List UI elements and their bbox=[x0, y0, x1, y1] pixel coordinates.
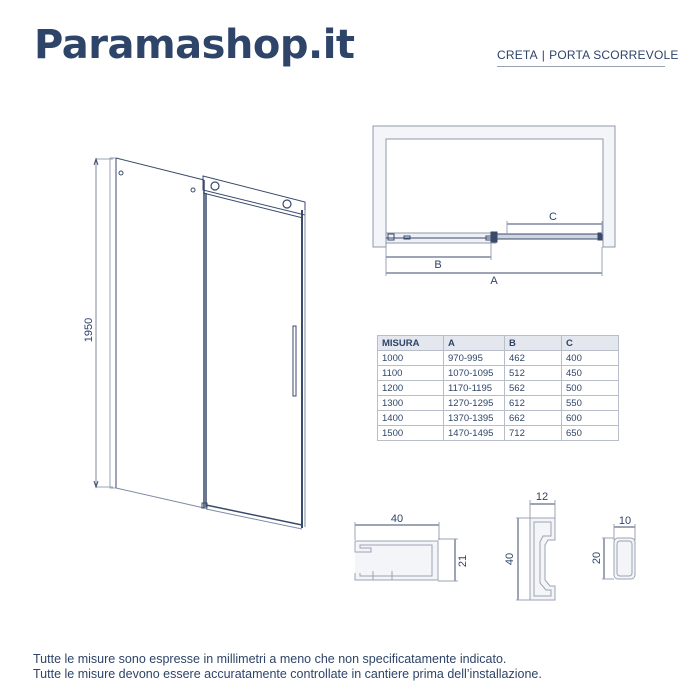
column-header: A bbox=[443, 335, 505, 351]
plan-view-drawing bbox=[372, 125, 616, 276]
table-cell: 512 bbox=[504, 365, 562, 381]
height-dimension-label: 1950 bbox=[83, 318, 95, 342]
brand-logo: Paramashop.it bbox=[34, 22, 355, 68]
subtitle-separator: | bbox=[541, 48, 546, 62]
table-header-row: MISURA A B C bbox=[377, 335, 619, 351]
guide-profile-height-label: 20 bbox=[591, 552, 603, 564]
table-row: 1000 970-995 462 400 bbox=[377, 350, 619, 366]
table-cell: 612 bbox=[504, 395, 562, 411]
table-row: 1200 1170-1195 562 500 bbox=[377, 380, 619, 396]
dimensions-table: MISURA A B C 1000 970-995 462 400 1100 1… bbox=[377, 335, 619, 441]
door-profile-height-label: 40 bbox=[504, 553, 516, 565]
table-cell: 650 bbox=[561, 425, 619, 441]
table-cell: 1000 bbox=[377, 350, 444, 366]
table-cell: 1370-1395 bbox=[443, 410, 505, 426]
table-row: 1500 1470-1495 712 650 bbox=[377, 425, 619, 441]
table-cell: 1300 bbox=[377, 395, 444, 411]
model-name: CRETA bbox=[497, 48, 538, 62]
table-cell: 1070-1095 bbox=[443, 365, 505, 381]
wall-profile-drawing bbox=[354, 522, 458, 582]
table-cell: 1500 bbox=[377, 425, 444, 441]
dimension-a-label: A bbox=[490, 275, 498, 287]
dimension-c-label: C bbox=[549, 211, 557, 223]
wall-profile-height-label: 21 bbox=[457, 555, 469, 567]
column-header: MISURA bbox=[377, 335, 444, 351]
table-cell: 462 bbox=[504, 350, 562, 366]
table-cell: 662 bbox=[504, 410, 562, 426]
guide-profile-width-label: 10 bbox=[619, 515, 631, 527]
column-header: B bbox=[504, 335, 562, 351]
table-cell: 1200 bbox=[377, 380, 444, 396]
table-cell: 1270-1295 bbox=[443, 395, 505, 411]
table-cell: 600 bbox=[561, 410, 619, 426]
dimension-b-label: B bbox=[434, 259, 441, 271]
table-cell: 400 bbox=[561, 350, 619, 366]
footnote-units: Tutte le misure sono espresse in millime… bbox=[33, 652, 507, 666]
wall-profile-width-label: 40 bbox=[391, 513, 403, 525]
table-cell: 1400 bbox=[377, 410, 444, 426]
footnote-verification: Tutte le misure devono essere accuratame… bbox=[33, 667, 542, 681]
table-cell: 1170-1195 bbox=[443, 380, 505, 396]
table-cell: 550 bbox=[561, 395, 619, 411]
table-row: 1400 1370-1395 662 600 bbox=[377, 410, 619, 426]
table-cell: 562 bbox=[504, 380, 562, 396]
front-view-drawing bbox=[93, 157, 306, 530]
bottom-guide-profile-drawing bbox=[602, 524, 636, 580]
table-row: 1300 1270-1295 612 550 bbox=[377, 395, 619, 411]
table-cell: 500 bbox=[561, 380, 619, 396]
table-row: 1100 1070-1095 512 450 bbox=[377, 365, 619, 381]
table-cell: 712 bbox=[504, 425, 562, 441]
table-cell: 1470-1495 bbox=[443, 425, 505, 441]
table-cell: 1100 bbox=[377, 365, 444, 381]
door-profile-drawing bbox=[516, 500, 556, 601]
product-subtitle: CRETA|PORTA SCORREVOLE bbox=[497, 48, 678, 67]
column-header: C bbox=[561, 335, 619, 351]
product-type: PORTA SCORREVOLE bbox=[549, 48, 679, 62]
table-cell: 970-995 bbox=[443, 350, 505, 366]
table-cell: 450 bbox=[561, 365, 619, 381]
door-profile-width-label: 12 bbox=[536, 491, 548, 503]
